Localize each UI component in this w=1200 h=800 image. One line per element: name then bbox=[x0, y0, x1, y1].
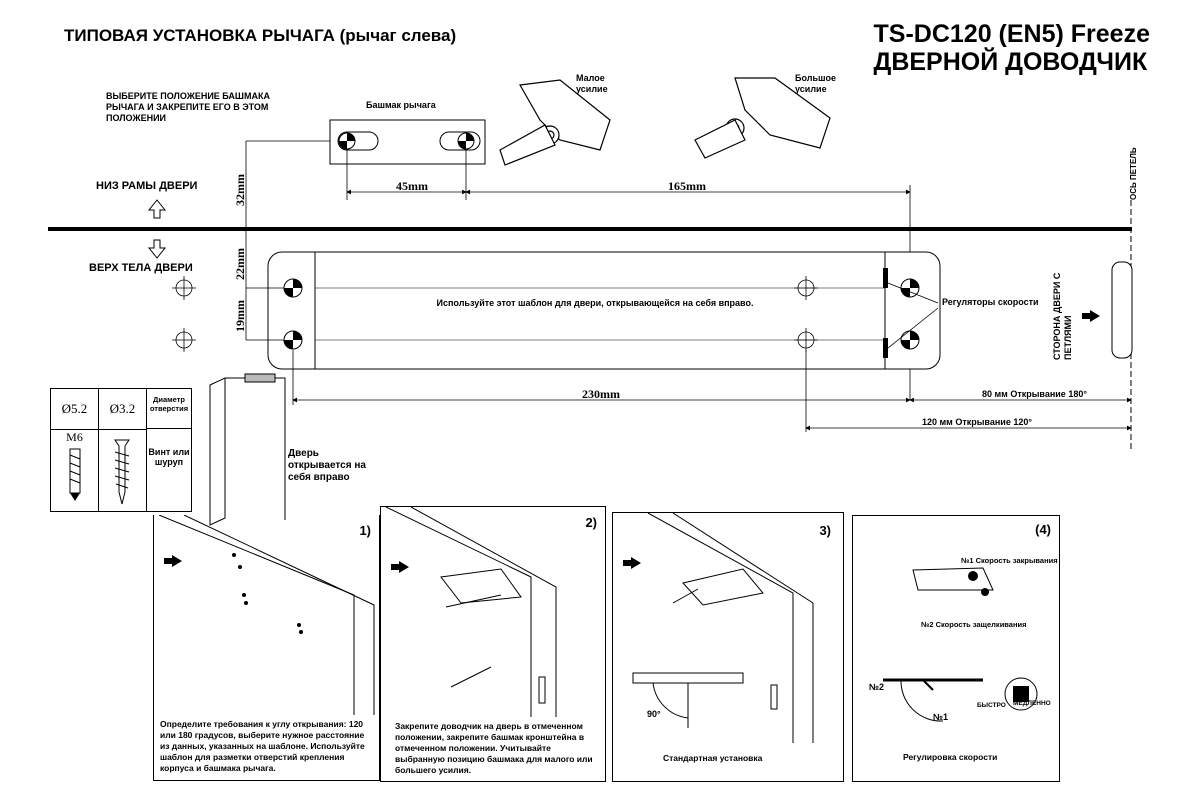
model-title: TS-DC120 (EN5) Freeze ДВЕРНОЙ ДОВОДЧИК bbox=[874, 20, 1150, 76]
speed-2-label: №2 Скорость защелкивания bbox=[921, 620, 1027, 629]
step-1-illustration bbox=[158, 515, 375, 715]
dim-120: 120 мм Открывание 120° bbox=[922, 417, 1032, 427]
small-force-arm bbox=[499, 79, 611, 166]
dim-22: 22mm bbox=[233, 248, 247, 280]
step-4-text: Регулировка скорости bbox=[903, 752, 998, 762]
frame-arrow bbox=[147, 199, 167, 259]
body-hole-br bbox=[900, 330, 920, 350]
shoe-instruction: ВЫБЕРИТЕ ПОЛОЖЕНИЕ БАШМАКА РЫЧАГА И ЗАКР… bbox=[106, 91, 270, 123]
dim-165: 165mm bbox=[668, 179, 706, 193]
dim-19: 19mm bbox=[233, 300, 247, 332]
hinge-sketch bbox=[1111, 261, 1133, 359]
step-3-number: 3) bbox=[819, 523, 831, 538]
dim-45: 45mm bbox=[396, 179, 428, 193]
legend-d1: Ø5.2 bbox=[51, 389, 99, 430]
step-2-number: 2) bbox=[585, 515, 597, 530]
dim-32: 32mm bbox=[233, 174, 247, 206]
screw-icon bbox=[114, 439, 130, 505]
large-force-label: Большое усилие bbox=[795, 73, 836, 94]
legend-screw-label: Винт или шуруп bbox=[148, 447, 190, 467]
step-1-panel: 1) Определите требования к углу открыван… bbox=[153, 515, 380, 781]
hole-legend: Ø5.2 Ø3.2 Диаметр отверстия M6 Винт или … bbox=[50, 388, 192, 512]
step-3-panel: 3) 90° Стандартная установка bbox=[612, 512, 844, 782]
step-2-text: Закрепите доводчик на дверь в отмеченном… bbox=[395, 721, 593, 775]
step-3-text: Стандартная установка bbox=[663, 753, 763, 763]
model-line-1: TS-DC120 (EN5) Freeze bbox=[873, 20, 1150, 48]
alt-holes bbox=[172, 276, 818, 352]
closer-body-outline bbox=[267, 251, 941, 370]
speed-regulators-label: Регуляторы скорости bbox=[942, 297, 1039, 307]
shoe-label: Башмак рычага bbox=[366, 100, 436, 110]
step-4-closer-sketch bbox=[912, 567, 994, 596]
step-4-panel: (4) №1 Скорость закрывания №2 Скорость з… bbox=[852, 515, 1060, 782]
bolt-icon bbox=[69, 448, 80, 501]
speed-fast: БЫСТРО bbox=[977, 702, 1006, 709]
step-3-angle: 90° bbox=[647, 709, 661, 719]
speed-n1: №1 bbox=[933, 712, 949, 722]
step-1-number: 1) bbox=[359, 523, 371, 538]
door-top-label: ВЕРХ ТЕЛА ДВЕРИ bbox=[89, 262, 193, 274]
legend-m6: M6 bbox=[51, 430, 99, 511]
dim-230: 230mm bbox=[582, 387, 620, 401]
speed-n2: №2 bbox=[869, 682, 885, 692]
speed-slow: МЕДЛЕННО bbox=[1013, 700, 1051, 707]
legend-m6-label: M6 bbox=[66, 430, 83, 444]
frame-bottom-label: НИЗ РАМЫ ДВЕРИ bbox=[96, 180, 198, 192]
body-hole-tr bbox=[900, 278, 920, 298]
hinge-axis-label: ОСЬ ПЕТЕЛЬ bbox=[1129, 147, 1138, 200]
legend-d2: Ø3.2 bbox=[99, 389, 147, 430]
speed-1-label: №1 Скорость закрывания bbox=[961, 556, 1058, 565]
dim-80: 80 мм Открывание 180° bbox=[982, 389, 1087, 399]
diagram-title: ТИПОВАЯ УСТАНОВКА РЫЧАГА (рычаг слева) bbox=[64, 26, 457, 45]
step-3-illustration bbox=[623, 513, 814, 743]
model-line-2: ДВЕРНОЙ ДОВОДЧИК bbox=[873, 48, 1148, 76]
step-4-speed-diagram bbox=[883, 677, 1038, 722]
step-2-illustration bbox=[385, 507, 557, 717]
door-note: Дверь открывается на себя вправо bbox=[288, 448, 366, 483]
shoe-hole-left bbox=[338, 132, 356, 150]
step-4-number: (4) bbox=[1035, 522, 1051, 537]
small-force-label: Малое усилие bbox=[576, 73, 608, 94]
legend-screw bbox=[99, 430, 147, 511]
hinge-side-arrow bbox=[1082, 310, 1100, 322]
hinge-side-label: СТОРОНА ДВЕРИ С ПЕТЛЯМИ bbox=[1052, 272, 1073, 360]
door-sketch bbox=[209, 373, 286, 526]
shoe-hole-right bbox=[457, 132, 475, 150]
template-body-text: Используйте этот шаблон для двери, откры… bbox=[436, 298, 754, 308]
body-hole-tl bbox=[283, 278, 303, 298]
body-hole-bl bbox=[283, 330, 303, 350]
step-2-panel: 2) Закрепите доводчик на дверь в отмечен… bbox=[380, 506, 606, 782]
step-1-text: Определите требования к углу открывания:… bbox=[160, 719, 365, 773]
large-force-arm bbox=[694, 77, 831, 159]
legend-diam-label: Диаметр отверстия bbox=[147, 389, 191, 429]
